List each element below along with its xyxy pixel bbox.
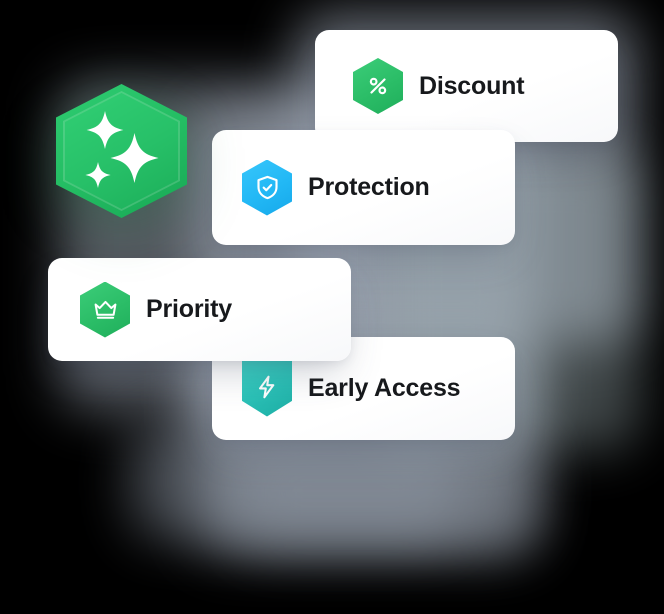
shield-check-hexagon-icon xyxy=(242,159,292,216)
percent-hexagon-icon xyxy=(353,58,403,114)
hexagon-background xyxy=(80,281,130,338)
feature-card-label: Discount xyxy=(419,71,525,100)
feature-card-discount[interactable]: Discount xyxy=(315,30,618,142)
feature-card-protection[interactable]: Protection xyxy=(212,130,515,245)
feature-card-label: Protection xyxy=(308,173,430,201)
background-shadow-blob xyxy=(130,420,460,540)
background-shadow-blob xyxy=(240,430,540,550)
lightning-bolt-hexagon-icon xyxy=(242,360,292,417)
sparkles-badge xyxy=(56,84,187,218)
feature-card-label: Early Access xyxy=(308,374,461,402)
feature-card-label: Priority xyxy=(146,295,232,323)
feature-card-priority[interactable]: Priority xyxy=(48,258,351,361)
sparkles-icon xyxy=(84,111,158,188)
crown-hexagon-icon xyxy=(80,281,130,338)
